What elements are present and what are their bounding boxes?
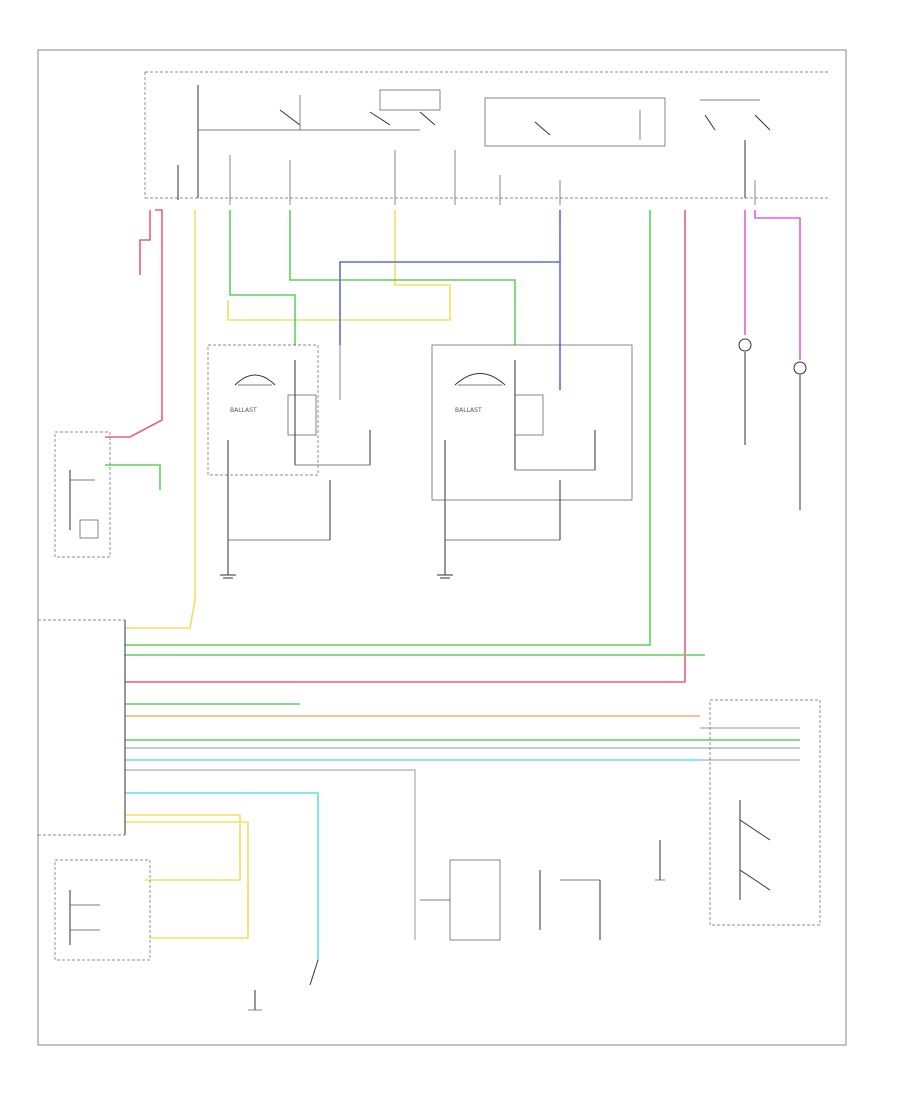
wire-blue bbox=[339, 210, 561, 390]
left-headlamp-assembly: BALLAST bbox=[207, 344, 371, 541]
underhood-fuse-block bbox=[144, 71, 830, 205]
left-ballast-label: BALLAST bbox=[230, 407, 257, 414]
wire-magenta bbox=[744, 210, 801, 360]
right-relay-box bbox=[709, 699, 821, 926]
diagram-border bbox=[37, 49, 847, 1046]
right-headlamp-assembly: BALLAST bbox=[431, 344, 633, 541]
wire-cyan bbox=[125, 759, 700, 960]
wire-green bbox=[105, 210, 800, 741]
relay-switch-2 bbox=[369, 89, 441, 126]
wire-yellow bbox=[125, 210, 451, 939]
relay-switch-4 bbox=[700, 99, 771, 198]
right-side-lamp-icon bbox=[793, 361, 807, 375]
instrument-panel-cluster bbox=[54, 431, 111, 558]
ground-right-headlamp bbox=[437, 540, 453, 579]
wire-red bbox=[105, 209, 686, 683]
right-headlamp-bulb-icon bbox=[454, 373, 506, 386]
right-ballast-label: BALLAST bbox=[455, 407, 482, 414]
right-side-lamps bbox=[738, 338, 807, 510]
bottom-switches bbox=[248, 840, 665, 1011]
relay-switch-1 bbox=[279, 95, 301, 130]
wire-gray bbox=[125, 727, 800, 940]
body-control-module bbox=[38, 619, 126, 836]
left-side-lamp-icon bbox=[738, 338, 752, 352]
ground-left-headlamp bbox=[220, 540, 236, 579]
relay-switch-3 bbox=[484, 97, 666, 147]
left-headlamp-bulb-icon bbox=[234, 374, 276, 386]
headlamp-switch bbox=[54, 859, 151, 961]
